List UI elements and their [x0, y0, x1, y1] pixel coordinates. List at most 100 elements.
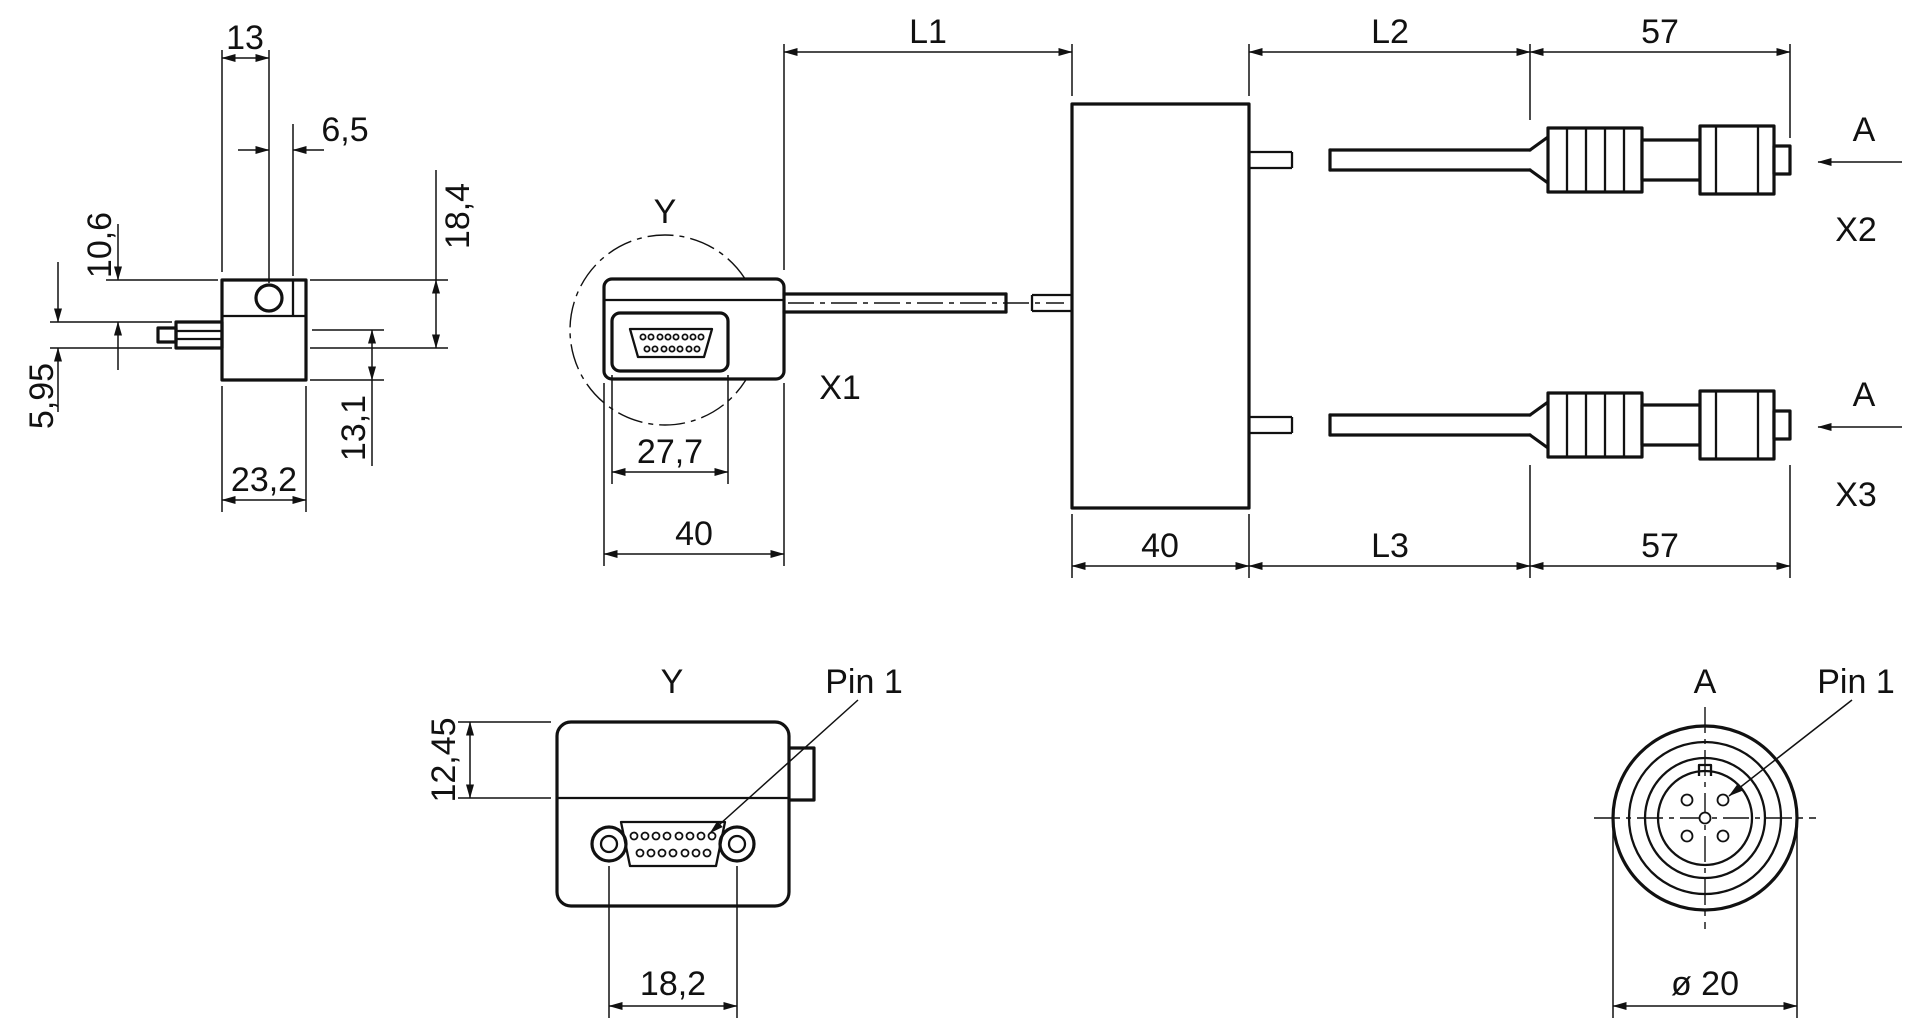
connector-insert — [1656, 769, 1754, 867]
dim-label-diameter: ø 20 — [1671, 965, 1739, 1003]
pin — [668, 345, 676, 353]
strain-relief — [1528, 135, 1550, 152]
connector-tip — [1772, 409, 1792, 441]
pin — [676, 345, 684, 353]
pin — [662, 831, 672, 841]
pin — [696, 831, 706, 841]
dim-label-27-7: 27,7 — [637, 433, 703, 471]
screw-hole-inner — [599, 834, 619, 854]
connector-front-housing — [555, 720, 791, 908]
connector-label-x1: X1 — [819, 369, 861, 407]
pin — [664, 333, 672, 341]
screw-hole-inner — [727, 834, 747, 854]
connector-tip — [1772, 144, 1792, 176]
pin — [674, 831, 684, 841]
dsub-face-plate — [610, 311, 730, 373]
junction-box — [1070, 102, 1251, 510]
connector-label-x2: X2 — [1835, 211, 1877, 249]
pin — [657, 848, 667, 858]
detail-title-a: A — [1694, 663, 1717, 701]
strain-relief — [1528, 433, 1550, 450]
right-dimensions: L2 57 40 L3 57 — [1071, 13, 1791, 578]
junction-box-view — [1070, 102, 1294, 510]
dim-label-23-2: 23,2 — [231, 461, 297, 499]
pin — [1716, 829, 1730, 843]
strain-relief — [1528, 400, 1550, 417]
pin — [640, 831, 650, 841]
section-marker-a-top: A — [1853, 111, 1876, 149]
connector-side-view: 13 6,5 10,6 5,95 18,4 13,1 23,2 — [23, 19, 477, 512]
pin — [646, 848, 656, 858]
dim-label-6-5: 6,5 — [321, 111, 368, 149]
pin — [689, 333, 697, 341]
section-marker-a-bottom: A — [1853, 376, 1876, 414]
pin — [656, 333, 664, 341]
pin — [691, 848, 701, 858]
coupling-nut — [1698, 124, 1776, 196]
dim-label-18-4: 18,4 — [439, 183, 477, 249]
dim-label-13: 13 — [226, 19, 264, 57]
pin — [643, 345, 651, 353]
pin1-leader — [1728, 699, 1853, 797]
pin — [707, 831, 717, 841]
pin — [651, 345, 659, 353]
plug-tip — [156, 326, 178, 344]
detail-marker-y: Y — [654, 193, 677, 231]
pin — [651, 831, 661, 841]
dsub-pins — [639, 333, 705, 353]
detail-title-y: Y — [661, 663, 684, 701]
strain-relief — [1528, 168, 1550, 185]
dsub-pins-front — [629, 831, 717, 858]
pin — [693, 345, 701, 353]
pin1-label-a: Pin 1 — [1817, 663, 1895, 701]
dim-label-12-45: 12,45 — [425, 717, 463, 802]
x3-connector: A X3 — [1328, 376, 1902, 514]
housing-tab — [787, 746, 816, 802]
knurled-grip — [1546, 391, 1644, 459]
connector-ring — [1643, 756, 1767, 880]
pin — [635, 848, 645, 858]
dim-label-l2: L2 — [1371, 13, 1409, 51]
detail-view-a: A Pin 1 ø 20 — [1594, 663, 1895, 1018]
pin — [1680, 793, 1694, 807]
pin — [697, 333, 705, 341]
knurled-grip — [1546, 126, 1644, 194]
dsub-shell — [628, 327, 714, 359]
dim-label-10-6: 10,6 — [81, 212, 119, 278]
dim-label-57-bottom: 57 — [1641, 527, 1679, 565]
pin — [629, 831, 639, 841]
connector-barrel — [1640, 138, 1702, 182]
pin1-label-y: Pin 1 — [825, 663, 903, 701]
pin — [680, 848, 690, 858]
pin — [685, 831, 695, 841]
connector-ring — [1627, 740, 1783, 896]
pin — [639, 333, 647, 341]
x2-connector: A X2 — [1328, 111, 1902, 249]
pin — [1680, 829, 1694, 843]
connector-barrel — [1640, 403, 1702, 447]
pin — [647, 333, 655, 341]
pin — [685, 345, 693, 353]
dim-label-l1: L1 — [909, 13, 947, 51]
dim-label-40-box: 40 — [1141, 527, 1179, 565]
dim-label-18-2: 18,2 — [640, 965, 706, 1003]
plug-nose — [174, 320, 224, 350]
screw-head — [254, 283, 284, 313]
pin — [681, 333, 689, 341]
connector-outer-ring — [1611, 724, 1799, 912]
pin — [660, 345, 668, 353]
x1-connector-view: Y X1 L1 27,7 40 — [569, 13, 1073, 566]
pin — [1716, 793, 1730, 807]
keyway — [1697, 763, 1713, 776]
dsub-shell-front — [619, 820, 727, 868]
dim-label-40: 40 — [675, 515, 713, 553]
pin — [668, 848, 678, 858]
connector-label-x3: X3 — [1835, 476, 1877, 514]
dim-label-l3: L3 — [1371, 527, 1409, 565]
dim-label-5-95: 5,95 — [23, 363, 61, 429]
pin — [702, 848, 712, 858]
pin — [672, 333, 680, 341]
pin1-leader — [709, 699, 859, 834]
